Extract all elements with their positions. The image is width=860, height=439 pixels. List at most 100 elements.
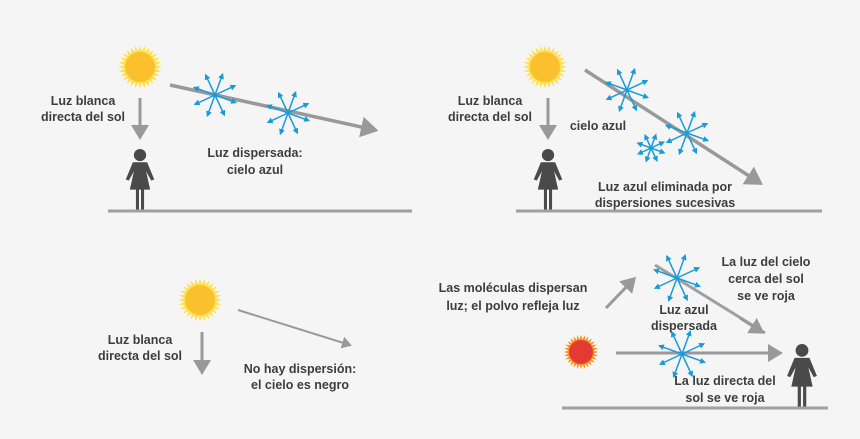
scatter-star-icon	[265, 90, 311, 136]
scatter-arrow	[664, 124, 688, 134]
scatter-arrow	[287, 102, 310, 114]
scatter-arrow	[626, 67, 636, 91]
scattered-up-arrow	[604, 276, 637, 310]
scatter-arrow	[653, 268, 678, 279]
panel3-sunlight-label-2: directa del sol	[98, 349, 182, 363]
panel1-sunlight-label-2: directa del sol	[41, 110, 125, 124]
panel4-molecules-label-1: Las moléculas dispersan	[439, 281, 588, 295]
sunlight-ray-arrow	[237, 309, 352, 349]
panel2-sunlight-label-1: Luz blanca	[458, 94, 524, 108]
scatter-arrow	[686, 132, 710, 142]
person-body	[787, 357, 817, 408]
scatter-arrow	[681, 353, 706, 364]
panel3-sunlight-label-1: Luz blanca	[108, 333, 174, 347]
panel4-sky-near-sun-label-1: La luz del cielo	[722, 255, 811, 269]
scatter-arrow	[279, 112, 289, 136]
scatter-arrow	[658, 344, 683, 355]
sunlight-ray-arrow	[584, 68, 763, 185]
scatter-arrow	[667, 277, 678, 302]
scatter-arrow	[193, 94, 216, 106]
panel2-removed-label-1: Luz azul eliminada por	[598, 180, 732, 194]
scatter-arrow	[686, 122, 709, 134]
scatter-arrow	[214, 94, 238, 104]
scatter-arrow	[650, 147, 666, 155]
panel1-scattered-label-1: Luz dispersada:	[207, 146, 302, 160]
scatter-arrow	[616, 68, 628, 91]
panel4-sky-near-sun-label-2: cerca del sol	[728, 272, 804, 286]
scatter-arrow	[605, 89, 628, 101]
scatter-arrow	[626, 89, 650, 99]
panel2-removed-label-2: dispersiones sucesivas	[595, 196, 735, 210]
observer-icon	[125, 149, 155, 210]
scatter-star-icon	[604, 67, 650, 113]
scatter-arrow	[686, 132, 698, 155]
scatter-star-icon	[192, 72, 238, 118]
panel4-molecules-label-2: luz; el polvo refleja luz	[446, 299, 579, 313]
person-head	[133, 149, 147, 162]
scatter-arrow	[681, 343, 706, 355]
scatter-arrow	[604, 81, 628, 91]
scatter-arrow	[214, 94, 226, 117]
panel4-blue-label-1: Luz azul	[659, 303, 708, 317]
scatter-arrow	[644, 133, 652, 149]
scatter-star-icon	[664, 110, 710, 156]
scatter-arrow	[636, 147, 652, 155]
sun-icon	[523, 45, 567, 89]
scatter-arrow	[204, 73, 216, 96]
scatter-arrow	[214, 84, 237, 96]
observer-icon	[787, 344, 817, 408]
scatter-arrow	[658, 353, 683, 365]
sun-icon	[178, 278, 222, 322]
panel4-direct-red-label-1: La luz directa del	[674, 374, 775, 388]
panel3-no-scatter-label-1: No hay dispersión:	[244, 362, 357, 376]
sun-core	[185, 285, 215, 315]
scatter-arrow	[636, 141, 652, 149]
scatter-arrow	[266, 112, 289, 124]
scatter-arrow	[618, 89, 628, 113]
scatter-arrow	[676, 277, 701, 288]
scatter-arrow	[681, 330, 692, 355]
panel4-blue-label-2: dispersada	[651, 319, 718, 333]
scatter-arrow	[671, 330, 683, 355]
person-head	[795, 344, 809, 357]
scatter-star-icon	[636, 133, 666, 163]
sun-core	[530, 52, 560, 82]
panel2-sky-label: cielo azul	[570, 119, 626, 133]
scatter-arrow	[666, 254, 678, 279]
scatter-arrow	[265, 104, 289, 114]
panel1-sunlight-label-1: Luz blanca	[51, 94, 117, 108]
panel2-sunlight-label-2: directa del sol	[448, 110, 532, 124]
scatter-arrow	[686, 110, 696, 134]
scatter-star-icon	[658, 330, 706, 378]
scatter-arrow	[676, 267, 701, 279]
scatter-arrow	[626, 79, 649, 91]
scatter-arrow	[676, 277, 688, 302]
scatter-arrow	[206, 94, 216, 118]
scatter-arrow	[676, 254, 687, 279]
scatter-arrow	[678, 132, 688, 156]
scatter-arrow	[681, 353, 693, 378]
scatter-arrow	[287, 112, 299, 135]
sun-core	[569, 340, 593, 364]
person-head	[541, 149, 555, 162]
scatter-arrow	[192, 86, 216, 96]
observer-icon	[533, 149, 563, 210]
sun-icon	[118, 45, 162, 89]
scatter-arrow	[672, 353, 683, 378]
sun-core	[125, 52, 155, 82]
scatter-star-icon	[653, 254, 701, 302]
person-body	[125, 162, 155, 210]
person-body	[533, 162, 563, 210]
scatter-arrow	[665, 132, 688, 144]
panel3-no-scatter-label-2: el cielo es negro	[251, 378, 349, 392]
panel1-scattered-label-2: cielo azul	[227, 163, 283, 177]
scatter-arrow	[277, 91, 289, 114]
panel4-direct-red-label-2: sol se ve roja	[685, 391, 765, 405]
sky-light-arrow	[739, 316, 765, 334]
scatter-arrow	[287, 90, 297, 114]
scatter-arrow	[650, 141, 666, 149]
scatter-arrow	[626, 89, 638, 112]
scatter-arrow	[650, 133, 658, 149]
scatter-arrow	[214, 72, 224, 96]
